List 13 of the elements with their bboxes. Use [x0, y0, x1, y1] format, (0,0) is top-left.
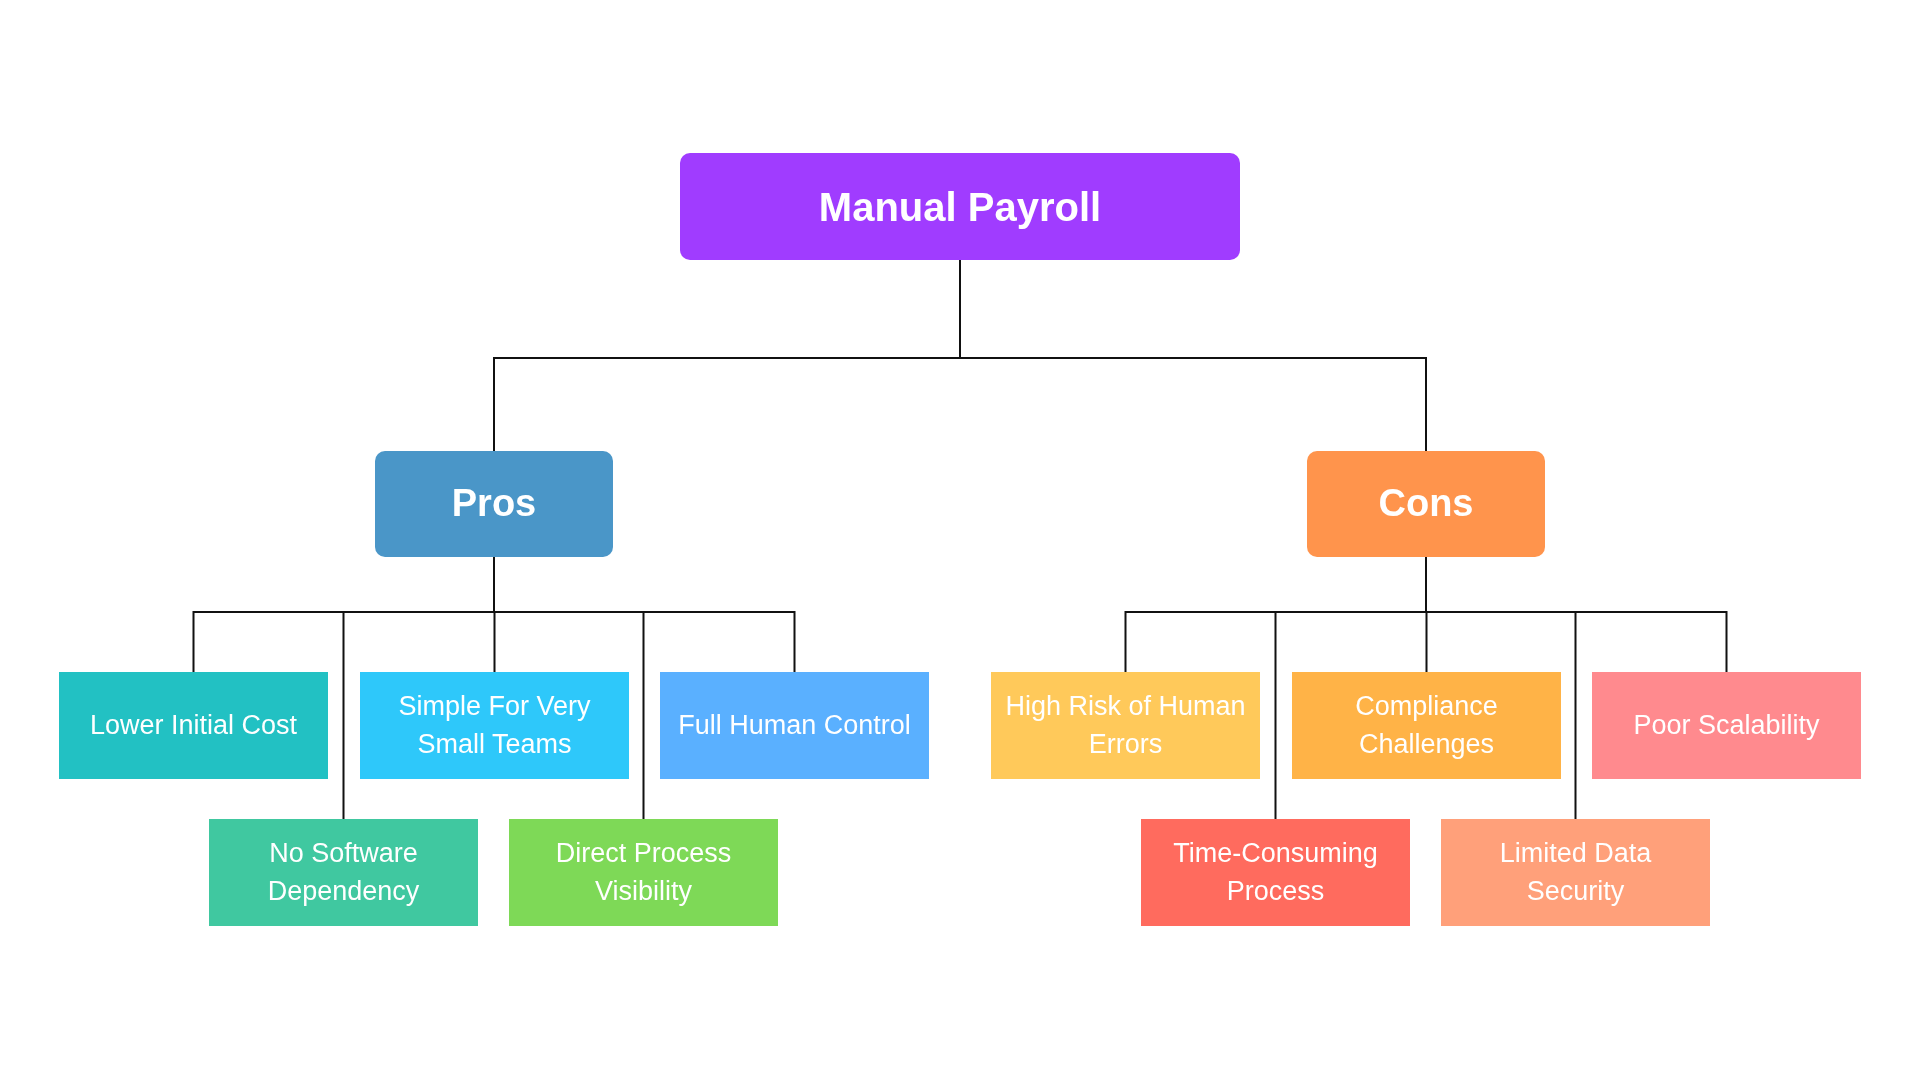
- item-box: Poor Scalability: [1592, 672, 1861, 779]
- item-box: Full Human Control: [660, 672, 929, 779]
- category-box: Cons: [1307, 451, 1545, 557]
- item-box: Limited Data Security: [1441, 819, 1710, 926]
- item-box: Time-Consuming Process: [1141, 819, 1410, 926]
- item-box: High Risk of Human Errors: [991, 672, 1260, 779]
- title-box: Manual Payroll: [680, 153, 1240, 260]
- item-box: Direct Process Visibility: [509, 819, 778, 926]
- item-box: Simple For Very Small Teams: [360, 672, 629, 779]
- category-box: Pros: [375, 451, 613, 557]
- item-box: Lower Initial Cost: [59, 672, 328, 779]
- item-box: Compliance Challenges: [1292, 672, 1561, 779]
- item-box: No Software Dependency: [209, 819, 478, 926]
